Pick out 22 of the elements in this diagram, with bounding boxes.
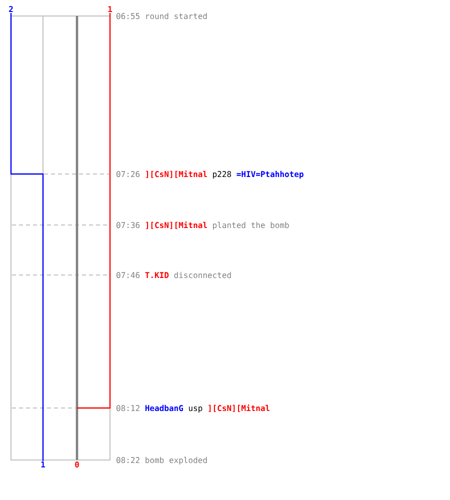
player-name: T.KID xyxy=(145,272,169,278)
count-label: 0 xyxy=(75,462,79,468)
timestamp: 08:12 xyxy=(116,405,140,412)
event-text: planted the bomb xyxy=(213,222,289,230)
weapon-name: usp xyxy=(188,406,202,413)
timestamp: 08:22 xyxy=(116,457,140,464)
timestamp: 07:46 xyxy=(116,272,140,278)
player-name: ][CsN][Mitnal xyxy=(146,170,207,178)
player-name: ][CsN][Mitnal xyxy=(146,222,207,230)
count-label: 1 xyxy=(41,462,46,468)
timestamp: 06:55 xyxy=(116,13,140,20)
weapon-name: p228 xyxy=(213,171,232,179)
timestamp: 07:36 xyxy=(116,222,140,228)
event-text: disconnected xyxy=(174,272,231,278)
player-name: HeadbanG xyxy=(145,404,183,412)
player-name: ][CsN][Mitnal xyxy=(208,404,270,412)
event-text: round started xyxy=(146,12,207,20)
player-name: =HIV=Ptahhotep xyxy=(236,170,304,179)
count-label: 1 xyxy=(108,6,112,12)
count-label: 2 xyxy=(9,6,13,12)
timestamp: 07:26 xyxy=(116,171,140,178)
event-text: bomb exploded xyxy=(146,456,207,465)
